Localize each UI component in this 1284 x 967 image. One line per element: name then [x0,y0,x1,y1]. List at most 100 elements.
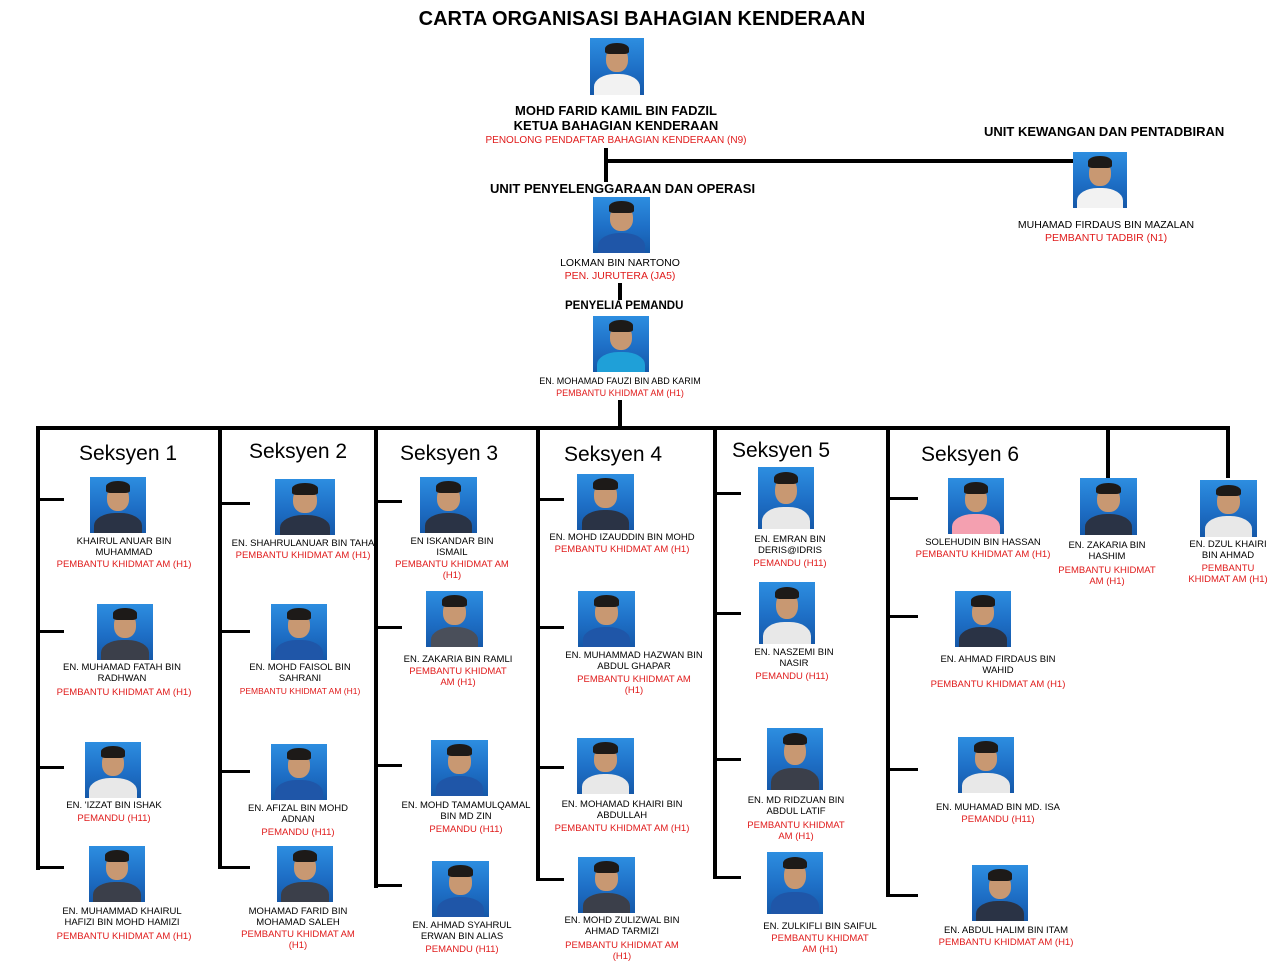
member-name: EN. MOHD FAISOL BIN SAHRANI [249,662,351,684]
member-photo [578,857,635,913]
member-name: EN. EMRAN BIN DERIS@IDRIS [754,534,826,556]
member-role: PEMANDU (H11) [755,671,829,682]
member-role: PEMBANTU KHIDMAT AM (H1) [915,549,1051,560]
section3-line [374,426,378,888]
member-role: PEMBANTU KHIDMAT AM (H1) [56,559,192,570]
member-photo [767,852,823,914]
tick [374,626,402,629]
maintenance-name: LOKMAN BIN NARTONO [560,257,680,269]
member-name: EN. AFIZAL BIN MOHD ADNAN [248,803,348,825]
member-photo [972,865,1028,921]
section3-label: Seksyen 3 [400,442,499,465]
member-name: EN. MOHAMAD KHAIRI BIN ABDULLAH [561,799,683,821]
member-name: EN. MUHAMAD BIN MD. ISA [935,802,1061,813]
member-photo [1200,480,1257,537]
maintenance-photo [593,197,650,253]
section5-line [713,426,717,878]
member-role: PEMBANTU KHIDMAT AM (H1) [239,686,361,696]
member-name: EN. SHAHRULANUAR BIN TAHA [231,538,375,549]
member-role: PEMBANTU KHIDMAT AM (H1) [56,687,192,698]
section6-label: Seksyen 6 [921,443,1020,466]
tick [36,766,64,769]
connector-head-to-maintenance [604,148,608,182]
member-role: PEMBANTU KHIDMAT AM (H1) [565,940,679,962]
tick [536,498,564,501]
member-photo [767,728,823,790]
tick [886,894,918,897]
tick [713,876,741,879]
member-role: PEMANDU (H11) [261,827,335,838]
member-role: PEMBANTU KHIDMAT AM (H1) [241,929,355,951]
member-photo [271,604,327,660]
tick [218,866,250,869]
member-role: PEMBANTU KHIDMAT AM (H1) [1058,565,1156,587]
tick [886,615,918,618]
tick [713,758,741,761]
member-role: PEMBANTU KHIDMAT AM (H1) [577,674,691,696]
member-name: EN. MOHD ZULIZWAL BIN AHMAD TARMIZI [564,915,680,937]
finance-unit-heading: UNIT KEWANGAN DAN PENTADBIRAN [984,124,1225,139]
member-role: PEMBANTU KHIDMAT AM (H1) [395,559,509,581]
finance-role: PEMBANTU TADBIR (N1) [1044,232,1168,244]
maintenance-role: PEN. JURUTERA (JA5) [564,270,676,282]
member-name: EN. 'IZZAT BIN ISHAK [66,800,162,811]
section6-line [886,426,890,896]
tick [218,502,250,505]
connector-maintenance-to-supervisor [618,283,622,300]
tick [713,492,741,495]
section1-line [36,426,40,870]
member-photo [426,591,483,647]
member-name: EN. AHMAD FIRDAUS BIN WAHID [940,654,1056,676]
member-role: PEMANDU (H11) [961,814,1035,825]
member-role: PEMBANTU KHIDMAT AM (H1) [554,823,690,834]
connector-to-finance [604,159,1110,163]
tick [36,866,64,869]
member-role: PEMBANTU KHIDMAT AM (H1) [930,679,1066,690]
tick [886,768,918,771]
member-photo [759,582,815,644]
member-photo [277,846,333,902]
member-name: EN. DZUL KHAIRI BIN AHMAD [1189,539,1267,561]
section5-label: Seksyen 5 [732,439,831,462]
member-name: EN. NASZEMI BIN NASIR [754,647,834,669]
section1-label: Seksyen 1 [79,442,178,465]
maintenance-unit-heading: UNIT PENYELENGGARAAN DAN OPERASI [490,181,756,196]
member-photo [958,737,1014,793]
extra1-line [1106,426,1110,478]
tick [536,878,564,881]
supervisor-name: EN. MOHAMAD FAUZI BIN ABD KARIM [539,376,701,386]
tick [36,630,64,633]
section4-line [536,426,540,881]
tick [374,884,402,887]
connector-supervisor-down [618,400,622,428]
supervisor-photo [593,316,649,372]
member-photo [578,591,635,647]
member-role: PEMBANTU KHIDMAT AM (H1) [771,933,869,955]
section2-line [218,426,222,868]
member-photo [89,846,145,902]
member-role: PEMANDU (H11) [77,813,151,824]
member-photo [85,742,141,798]
member-photo [97,604,153,660]
member-name: EN. ABDUL HALIM BIN ITAM [943,925,1069,936]
member-name: EN. AHMAD SYAHRUL ERWAN BIN ALIAS [412,920,512,942]
tick [536,766,564,769]
tick [886,497,918,500]
member-photo [432,861,489,917]
member-name: EN. MUHAMMAD HAZWAN BIN ABDUL GHAPAR [565,650,703,672]
member-photo [1080,478,1137,535]
member-role: PEMANDU (H11) [429,824,503,835]
member-name: EN. ZULKIFLI BIN SAIFUL [763,921,877,932]
member-name: EN. MD RIDZUAN BIN ABDUL LATIF [747,795,845,817]
tick [218,770,250,773]
member-name: EN. ZAKARIA BIN RAMLI [403,654,513,665]
member-name: EN. ZAKARIA BIN HASHIM [1068,540,1146,562]
member-role: PEMANDU (H11) [425,944,499,955]
supervisor-heading: PENYELIA PEMANDU [565,300,684,312]
member-photo [271,744,327,800]
member-photo [420,477,477,533]
member-photo [955,591,1011,647]
section4-label: Seksyen 4 [564,443,663,466]
head-role: PENOLONG PENDAFTAR BAHAGIAN KENDERAAN (N… [485,135,747,146]
